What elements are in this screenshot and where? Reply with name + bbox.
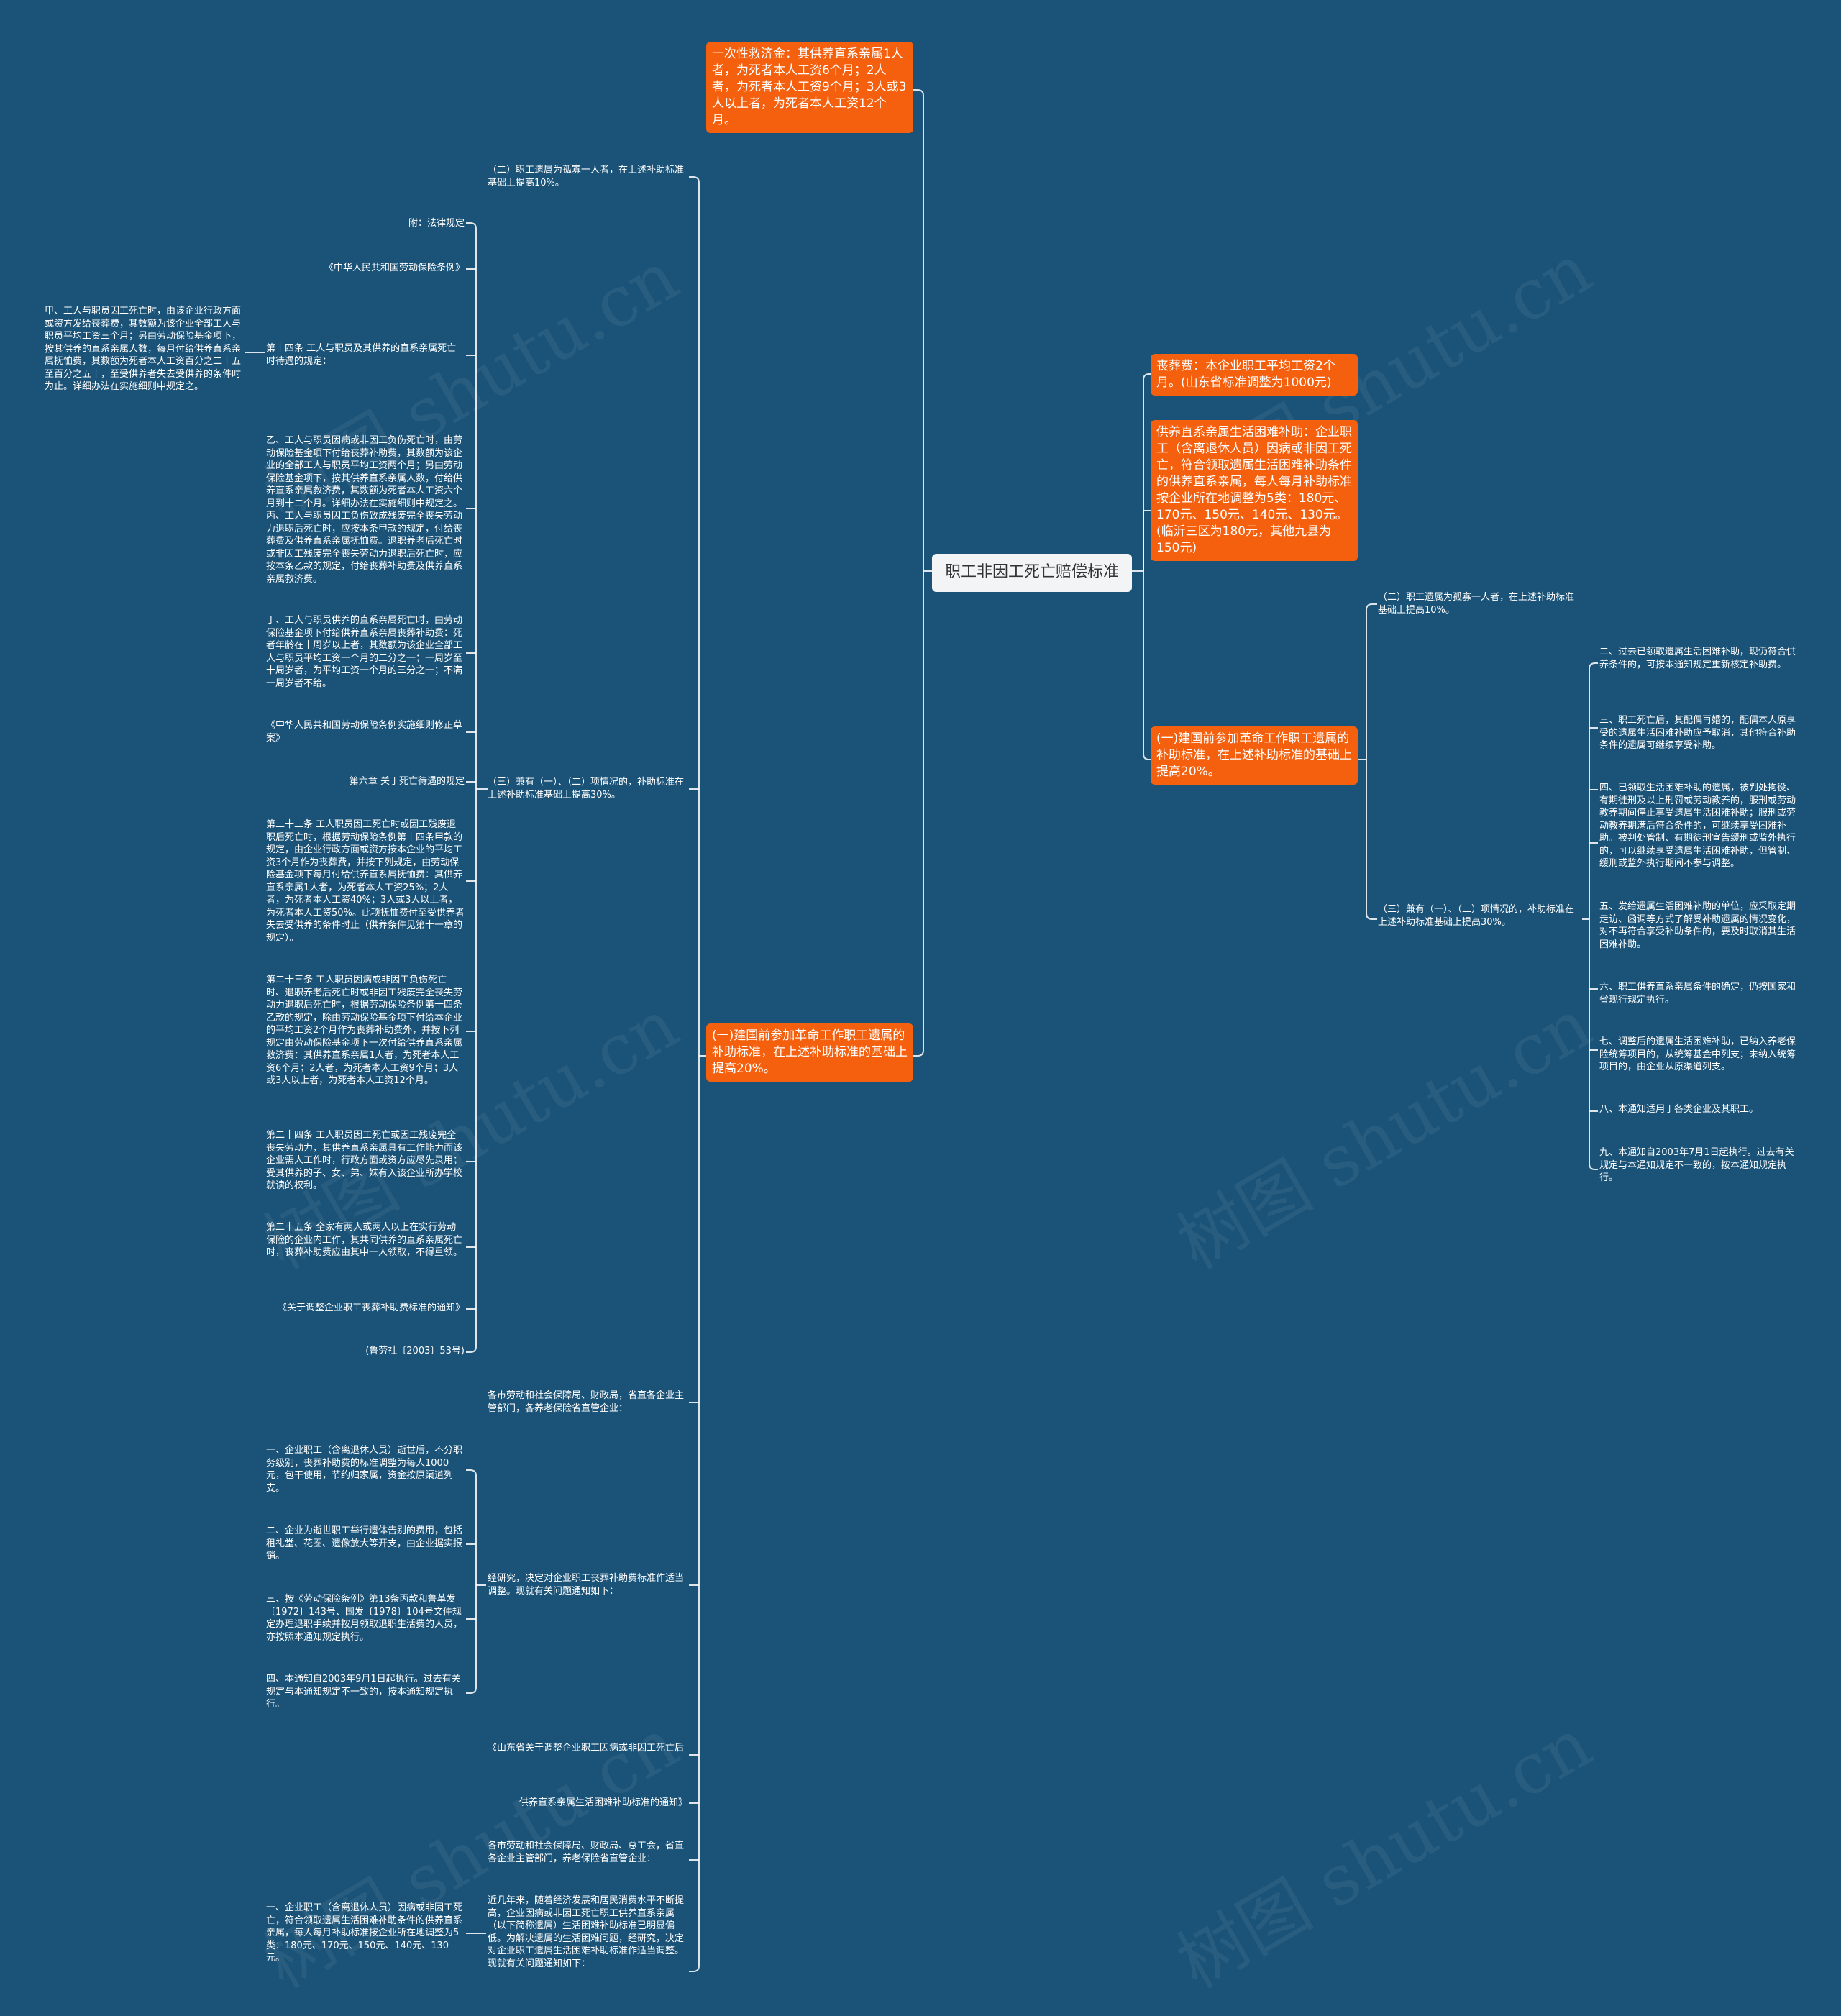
- article-14-b[interactable]: 乙、工人与职员因病或非因工负伤死亡时，由劳动保险基金项下付给丧葬补助费，其数额为…: [266, 435, 463, 585]
- article-22[interactable]: 第二十二条 工人职员因工死亡时或因工残废退职后死亡时，根据劳动保险条例第十四条甲…: [266, 819, 465, 944]
- right-rule-9[interactable]: 九、本通知自2003年7月1日起执行。过去有关规定与本通知规定不一致的，按本通知…: [1599, 1147, 1794, 1184]
- funeral-rule-4[interactable]: 四、本通知自2003年9月1日起执行。过去有关规定与本通知规定不一致的，按本通知…: [266, 1674, 461, 1710]
- dependent-rule-1[interactable]: 一、企业职工（含离退休人员）因病或非因工死亡，符合领取遗属生活困难补助条件的供养…: [266, 1902, 463, 1964]
- left-shandong-notice-title-2[interactable]: 供养直系亲属生活困难补助标准的通知》: [519, 1797, 687, 1808]
- article-23[interactable]: 第二十三条 工人职员因病或非因工负伤死亡时、退职养老后死亡时或非因工残废完全丧失…: [266, 975, 463, 1087]
- left-widowed-item[interactable]: （二）职工遗属为孤寡一人者，在上述补助标准基础上提高10%。: [488, 165, 685, 188]
- article-24[interactable]: 第二十四条 工人职员因工死亡或因工残废完全丧失劳动力，其供养直系亲属具有工作能力…: [266, 1130, 463, 1192]
- funeral-notice-title[interactable]: 《关于调整企业职工丧葬补助费标准的通知》: [277, 1303, 465, 1313]
- funeral-rule-3[interactable]: 三、按《劳动保险条例》第13条丙款和鲁革发〔1972〕143号、国发〔1978〕…: [266, 1594, 463, 1643]
- article-14-a[interactable]: 甲、工人与职员因工死亡时，由该企业行政方面或资方发给丧葬费，其数额为该企业全部工…: [45, 306, 242, 393]
- revolution-subsidy-node-left[interactable]: (一)建国前参加革命工作职工遗属的补助标准，在上述补助标准的基础上提高20%。: [706, 1023, 913, 1082]
- right-widowed-item[interactable]: （二）职工遗属为孤寡一人者，在上述补助标准基础上提高10%。: [1378, 592, 1575, 616]
- funeral-rule-2[interactable]: 二、企业为逝世职工举行遗体告别的费用，包括租礼堂、花圈、遗像放大等开支，由企业据…: [266, 1525, 463, 1562]
- right-rule-7[interactable]: 七、调整后的遗属生活困难补助，已纳入养老保险统筹项目的，从统筹基金中列支；未纳入…: [1599, 1036, 1796, 1073]
- right-rule-6[interactable]: 六、职工供养直系亲属条件的确定，仍按国家和省现行规定执行。: [1599, 982, 1796, 1005]
- implementation-rules-title[interactable]: 《中华人民共和国劳动保险条例实施细则修正草案》: [266, 720, 463, 744]
- left-background-intro[interactable]: 近几年来，随着经济发展和居民消费水平不断提高，企业因病或非因工死亡职工供养直系亲…: [488, 1895, 685, 1969]
- chapter-6-title[interactable]: 第六章 关于死亡待遇的规定: [349, 776, 465, 787]
- right-rule-2[interactable]: 二、过去已领取遗属生活困难补助，现仍符合供养条件的，可按本通知规定重新核定补助费…: [1599, 647, 1796, 670]
- right-rule-8[interactable]: 八、本通知适用于各类企业及其职工。: [1599, 1104, 1759, 1115]
- left-combined-item[interactable]: （三）兼有（一）、（二）项情况的，补助标准在上述补助标准基础上提高30%。: [488, 777, 685, 801]
- revolution-subsidy-node-right[interactable]: (一)建国前参加革命工作职工遗属的补助标准，在上述补助标准的基础上提高20%。: [1151, 726, 1358, 785]
- right-combined-item[interactable]: （三）兼有（一）、（二）项情况的，补助标准在上述补助标准基础上提高30%。: [1378, 904, 1575, 928]
- article-14-d[interactable]: 丁、工人与职员供养的直系亲属死亡时，由劳动保险基金项下付给供养直系亲属丧葬补助费…: [266, 615, 463, 689]
- dependent-subsidy-node[interactable]: 供养直系亲属生活困难补助：企业职工（含离退休人员）因病或非因工死亡，符合领取遗属…: [1151, 420, 1358, 561]
- right-rule-3[interactable]: 三、职工死亡后，其配偶再婚的，配偶本人原享受的遗属生活困难补助应予取消，其他符合…: [1599, 715, 1796, 752]
- funeral-notice-number[interactable]: (鲁劳社〔2003〕53号): [365, 1346, 465, 1356]
- right-rule-5[interactable]: 五、发给遗属生活困难补助的单位，应采取定期走访、函调等方式了解受补助遗属的情况变…: [1599, 901, 1796, 950]
- funeral-rule-1[interactable]: 一、企业职工（含离退休人员）逝世后，不分职务级别，丧葬补助费的标准调整为每人10…: [266, 1445, 463, 1494]
- funeral-expense-node[interactable]: 丧葬费：本企业职工平均工资2个月。(山东省标准调整为1000元): [1151, 354, 1358, 396]
- left-notice-recipients[interactable]: 各市劳动和社会保障局、财政局，省直各企业主管部门，各养老保险省直管企业：: [488, 1390, 685, 1414]
- labor-insurance-regulation-title[interactable]: 《中华人民共和国劳动保险条例》: [324, 263, 465, 273]
- lump-sum-relief-node[interactable]: 一次性救济金：其供养直系亲属1人者，为死者本人工资6个月；2人者，为死者本人工资…: [706, 42, 913, 133]
- left-notice-intro[interactable]: 经研究，决定对企业职工丧葬补助费标准作适当调整。现就有关问题通知如下：: [488, 1573, 685, 1597]
- right-rule-4[interactable]: 四、已领取生活困难补助的遗属，被判处拘役、有期徒刑及以上刑罚或劳动教养的，服刑或…: [1599, 783, 1796, 870]
- left-shandong-notice-title-1[interactable]: 《山东省关于调整企业职工因病或非因工死亡后: [488, 1743, 685, 1753]
- article-25[interactable]: 第二十五条 全家有两人或两人以上在实行劳动保险的企业内工作，其共同供养的直系亲属…: [266, 1222, 463, 1259]
- law-attachment-title[interactable]: 附：法律规定: [408, 218, 465, 229]
- central-topic[interactable]: 职工非因工死亡赔偿标准: [932, 554, 1132, 592]
- left-recipients-2[interactable]: 各市劳动和社会保障局、财政局、总工会，省直各企业主管部门，养老保险省直管企业：: [488, 1841, 685, 1864]
- article-14[interactable]: 第十四条 工人与职员及其供养的直系亲属死亡时待遇的规定：: [266, 343, 457, 367]
